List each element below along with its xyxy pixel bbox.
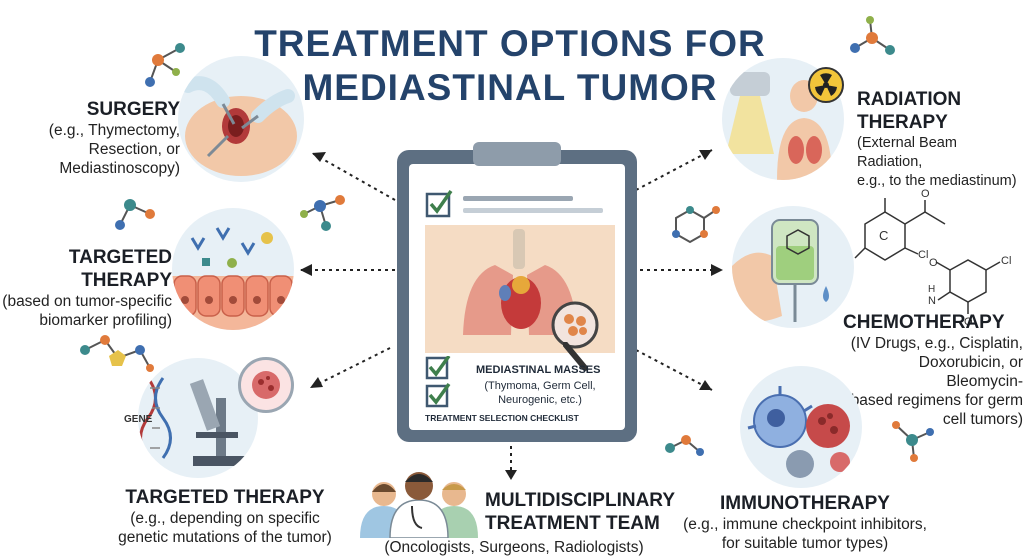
chem-label-h: H — [928, 284, 935, 295]
immunotherapy-block: IMMUNOTHERAPY (e.g., immune checkpoint i… — [680, 492, 930, 553]
chemo-desc-line-2: Doxorubicin, or Bleomycin- — [918, 354, 1023, 390]
connector-immuno — [635, 349, 713, 391]
iv-bag-illustration — [732, 206, 854, 328]
radiation-heading-line-1: RADIATION — [857, 89, 962, 110]
chemical-structure — [854, 198, 1001, 314]
team-heading-line-1: MULTIDISCIPLINARY — [485, 490, 675, 511]
surgery-desc-line-1: (e.g., Thymectomy, — [48, 122, 180, 139]
masses-desc: (Thymoma, Germ Cell, Neurogenic, etc.) — [480, 379, 600, 407]
magnifier-handle — [563, 342, 588, 371]
radiation-block: RADIATION THERAPY (External Beam Radiati… — [857, 88, 1022, 191]
connector-surgery — [311, 152, 396, 201]
title-line-1: TREATMENT OPTIONS FOR — [254, 23, 766, 64]
connector-targeted-2 — [309, 347, 391, 389]
radiation-hazard-icon — [808, 67, 844, 103]
chemo-desc-line-3: based regimens for germ — [850, 392, 1023, 409]
surgery-illustration — [178, 56, 304, 182]
surgery-block: SURGERY (e.g., Thymectomy, Resection, or… — [20, 98, 180, 178]
surgery-desc-line-2: Resection, or — [88, 141, 180, 158]
arrowhead-immuno — [699, 380, 712, 390]
checklist-bottom-checks — [425, 356, 451, 408]
targeted-therapy-1-block: TARGETED THERAPY (based on tumor-specifi… — [0, 246, 172, 330]
chem-label-c: C — [879, 228, 888, 243]
chem-label-o-2: O — [929, 257, 938, 269]
molecule-decoration-8 — [892, 421, 934, 462]
targeted-1-heading-line-2: THERAPY — [81, 270, 172, 291]
molecule-decoration-6 — [672, 206, 720, 244]
chemo-heading: CHEMOTHERAPY — [843, 312, 1005, 333]
arrowhead-targeted-2 — [310, 377, 323, 388]
title-line-2: MEDIASTINAL TUMOR — [302, 67, 718, 108]
clipboard-clip — [473, 142, 561, 166]
arrowhead-chemo — [711, 264, 723, 276]
molecule-decoration-2 — [115, 199, 155, 230]
cell-zoom-icon — [238, 357, 294, 413]
radiation-desc-line-2: e.g., to the mediastinum) — [857, 173, 1017, 189]
arrowhead-surgery — [312, 152, 326, 162]
team-desc: (Oncologists, Surgeons, Radiologists) — [384, 539, 644, 556]
targeted-1-desc-line-2: biomarker profiling) — [39, 312, 172, 329]
chem-label-o-3: O — [964, 316, 973, 328]
masses-desc-line-1: (Thymoma, Germ Cell, — [484, 380, 596, 392]
targeted-therapy-2-block: TARGETED THERAPY (e.g., depending on spe… — [110, 486, 340, 547]
arrowhead-targeted-1 — [300, 264, 312, 276]
radiation-desc-line-1: (External Beam Radiation, — [857, 135, 957, 170]
anatomy-illustration — [425, 225, 615, 353]
molecule-decoration-4 — [80, 335, 154, 372]
radiation-illustration — [722, 58, 844, 180]
chemotherapy-block: CHEMOTHERAPY (IV Drugs, e.g., Cisplatin,… — [843, 311, 1023, 429]
molecule-decoration-3 — [300, 195, 345, 231]
surgery-heading: SURGERY — [86, 99, 180, 120]
connector-radiation — [635, 149, 713, 191]
checklist-footer: TREATMENT SELECTION CHECKLIST — [425, 413, 579, 423]
chem-label-o: O — [921, 188, 930, 200]
targeted-cells-illustration — [172, 208, 294, 330]
targeted-2-desc-line-2: genetic mutations of the tumor) — [118, 529, 332, 546]
radiation-heading-line-2: THERAPY — [857, 112, 948, 133]
molecule-decoration-7 — [665, 435, 704, 456]
targeted-2-desc-line-1: (e.g., depending on specific — [130, 510, 320, 527]
molecule-decoration-5 — [850, 16, 895, 55]
gene-label: GENE — [124, 414, 153, 425]
checklist-top-row — [425, 189, 603, 218]
targeted-1-desc-line-1: (based on tumor-specific — [2, 293, 172, 310]
team-block: MULTIDISCIPLINARY TREATMENT TEAM — [485, 489, 685, 535]
microscope-illustration — [138, 358, 258, 478]
arrowhead-radiation — [699, 150, 712, 160]
page-title: TREATMENT OPTIONS FOR MEDIASTINAL TUMOR — [200, 22, 820, 110]
chem-label-cl: Cl — [918, 249, 928, 261]
masses-desc-line-2: Neurogenic, etc.) — [498, 394, 582, 406]
immune-cells-illustration — [740, 366, 862, 488]
immuno-desc-line-1: (e.g., immune checkpoint inhibitors, — [683, 516, 927, 533]
masses-heading: MEDIASTINAL MASSES — [476, 364, 601, 376]
immuno-heading: IMMUNOTHERAPY — [720, 493, 890, 514]
chem-label-n: N — [928, 295, 936, 307]
chemo-desc-line-4: cell tumors) — [942, 411, 1023, 428]
chem-label-cl-2: Cl — [1001, 255, 1011, 267]
medical-team-icon — [360, 472, 478, 538]
targeted-1-heading-line-1: TARGETED — [68, 247, 172, 268]
chemo-desc-line-1: (IV Drugs, e.g., Cisplatin, — [850, 335, 1023, 352]
team-heading-line-2: TREATMENT TEAM — [485, 513, 660, 534]
arrowhead-team — [505, 470, 517, 480]
immuno-desc-line-2: for suitable tumor types) — [721, 535, 889, 552]
surgery-desc-line-3: Mediastinoscopy) — [59, 160, 180, 177]
targeted-2-heading: TARGETED THERAPY — [125, 487, 325, 508]
molecule-decoration-1 — [145, 43, 185, 87]
